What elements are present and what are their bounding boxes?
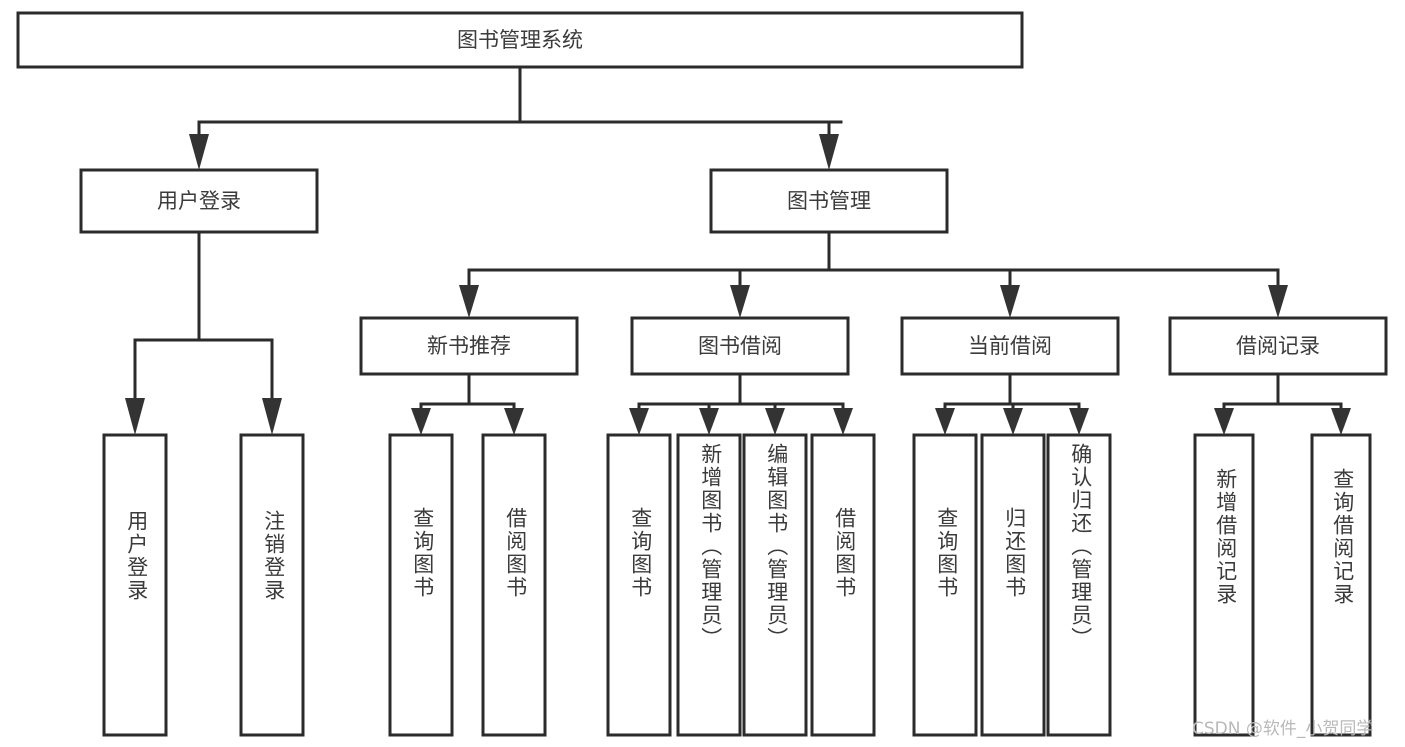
- node-book-manage[interactable]: 图书管理: [709, 168, 949, 234]
- arrow-head-leaf-edit-book-admin: [765, 408, 785, 435]
- arrow-head-leaf-query-book-3: [935, 408, 955, 435]
- node-new-book-recommend-label: 新书推荐: [427, 334, 511, 358]
- node-user-login[interactable]: 用户登录: [79, 168, 319, 234]
- node-root-label: 图书管理系统: [457, 28, 583, 52]
- node-book-borrow[interactable]: 图书借阅: [630, 316, 850, 376]
- arrow-head-leaf-add-book-admin: [699, 408, 719, 435]
- arrow-head-leaf-query-book-1: [411, 408, 431, 435]
- leaf-boxes: [102, 433, 1372, 737]
- node-leaf-user-login-box[interactable]: [102, 433, 168, 737]
- edges-current-borrow-to-leaves: [935, 372, 1089, 435]
- edges-root-to-level2: [189, 65, 843, 170]
- node-user-login-label: 用户登录: [157, 189, 241, 213]
- node-book-borrow-box[interactable]: [630, 316, 850, 376]
- node-leaf-borrow-book-1-box[interactable]: [481, 433, 547, 737]
- node-borrow-record-label: 借阅记录: [1236, 334, 1320, 358]
- node-book-borrow-label: 图书借阅: [698, 334, 782, 358]
- node-book-manage-label: 图书管理: [787, 189, 871, 213]
- arrow-head-leaf-confirm-return-admin: [1069, 408, 1089, 435]
- arrow-head-user-login: [189, 134, 209, 170]
- arrow-head-leaf-add-borrow-record: [1214, 408, 1234, 435]
- node-leaf-confirm-return-admin-box[interactable]: [1046, 433, 1112, 737]
- node-leaf-query-book-1-box[interactable]: [388, 433, 454, 737]
- edges-book-manage-to-level3: [459, 230, 1288, 318]
- arrow-head-borrow-record: [1268, 285, 1288, 318]
- node-borrow-record[interactable]: 借阅记录: [1168, 316, 1388, 376]
- node-current-borrow[interactable]: 当前借阅: [900, 316, 1120, 376]
- node-leaf-user-logout-box[interactable]: [239, 433, 305, 737]
- node-leaf-query-book-2-box[interactable]: [606, 433, 672, 737]
- edges-new-book-recommend-to-leaves: [411, 372, 524, 435]
- node-root[interactable]: 图书管理系统: [16, 11, 1024, 69]
- arrow-head-leaf-query-book-2: [629, 408, 649, 435]
- arrow-head-leaf-return-book: [1003, 408, 1023, 435]
- arrow-head-leaf-query-borrow-record: [1331, 408, 1351, 435]
- node-leaf-return-book-box[interactable]: [980, 433, 1046, 737]
- node-leaf-add-borrow-record-box[interactable]: [1193, 433, 1255, 737]
- edges-book-borrow-to-leaves: [629, 372, 853, 435]
- node-current-borrow-box[interactable]: [900, 316, 1120, 376]
- node-leaf-edit-book-admin-box[interactable]: [742, 433, 808, 737]
- node-root-box[interactable]: [16, 11, 1024, 69]
- arrow-head-new-book-recommend: [459, 285, 479, 318]
- node-new-book-recommend-box[interactable]: [359, 316, 579, 376]
- node-leaf-add-book-admin-box[interactable]: [676, 433, 742, 737]
- node-user-login-box[interactable]: [79, 168, 319, 234]
- edges-borrow-record-to-leaves: [1214, 372, 1351, 435]
- node-leaf-query-book-3-box[interactable]: [912, 433, 978, 737]
- edges-user-login-to-leaves: [125, 230, 282, 435]
- csdn-watermark: CSDN @软件_小贺同学: [1192, 719, 1374, 739]
- arrow-head-leaf-user-login: [125, 398, 145, 435]
- node-leaf-borrow-book-2-box[interactable]: [810, 433, 876, 737]
- arrow-head-leaf-user-logout: [262, 398, 282, 435]
- arrow-head-current-borrow: [1000, 285, 1020, 318]
- arrow-head-book-manage: [819, 134, 839, 170]
- node-book-manage-box[interactable]: [709, 168, 949, 234]
- arrow-head-leaf-borrow-book-2: [833, 408, 853, 435]
- arrow-head-book-borrow: [730, 285, 750, 318]
- node-borrow-record-box[interactable]: [1168, 316, 1388, 376]
- node-current-borrow-label: 当前借阅: [968, 334, 1052, 358]
- arrow-head-leaf-borrow-book-1: [504, 408, 524, 435]
- node-new-book-recommend[interactable]: 新书推荐: [359, 316, 579, 376]
- node-leaf-query-borrow-record-box[interactable]: [1310, 433, 1372, 737]
